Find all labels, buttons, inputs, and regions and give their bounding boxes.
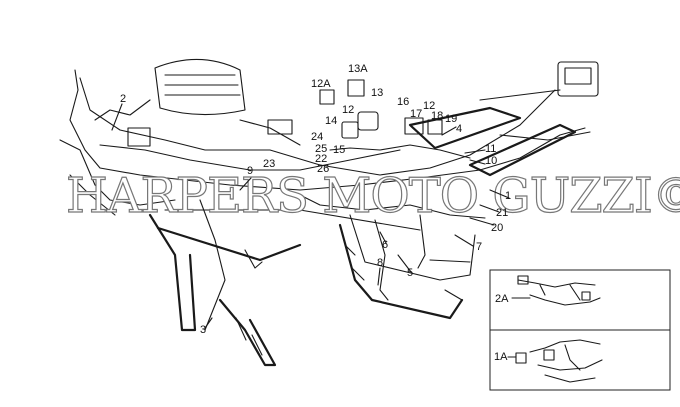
watermark-text: HARPERS MOTO GUZZI© — [66, 168, 680, 224]
inset-top: 2A — [489, 269, 671, 331]
inset-label-1A: 1A — [494, 351, 508, 363]
callout-1: 1 — [505, 190, 511, 202]
callout-24: 24 — [311, 131, 323, 143]
callout-3: 3 — [200, 324, 206, 336]
callout-21: 21 — [496, 207, 508, 219]
callout-9: 9 — [247, 165, 253, 177]
callout-16: 16 — [397, 96, 409, 108]
callout-25: 25 — [315, 143, 327, 155]
callout-12A: 12A — [311, 78, 331, 90]
callout-26: 26 — [317, 163, 329, 175]
callout-15: 15 — [333, 144, 345, 156]
wire-harness — [59, 69, 591, 331]
callout-12-b: 12 — [423, 100, 435, 112]
callout-22: 22 — [315, 153, 327, 165]
callout-18: 18 — [431, 110, 443, 122]
inset-bottom: 1A — [489, 329, 671, 391]
callout-7: 7 — [476, 241, 482, 253]
callout-13A: 13A — [348, 63, 368, 75]
inset-label-2A: 2A — [495, 293, 509, 305]
callout-19: 19 — [445, 113, 457, 125]
callout-20: 20 — [491, 222, 503, 234]
callout-6: 6 — [382, 239, 388, 251]
callout-4: 4 — [456, 123, 462, 135]
callout-14: 14 — [325, 115, 337, 127]
callout-5: 5 — [407, 267, 413, 279]
callout-12-a: 12 — [342, 104, 354, 116]
callout-17: 17 — [410, 108, 422, 120]
callout-2: 2 — [120, 93, 126, 105]
leader-lines — [111, 103, 510, 329]
callout-8: 8 — [377, 257, 383, 269]
callout-13: 13 — [371, 87, 383, 99]
callout-labels: 1 2 3 4 5 6 7 8 9 10 11 12 12A 13 13A 14… — [120, 63, 511, 336]
callout-10: 10 — [485, 155, 497, 167]
frame-drawing — [127, 58, 599, 367]
callout-11: 11 — [485, 143, 496, 155]
callout-23: 23 — [263, 158, 275, 170]
